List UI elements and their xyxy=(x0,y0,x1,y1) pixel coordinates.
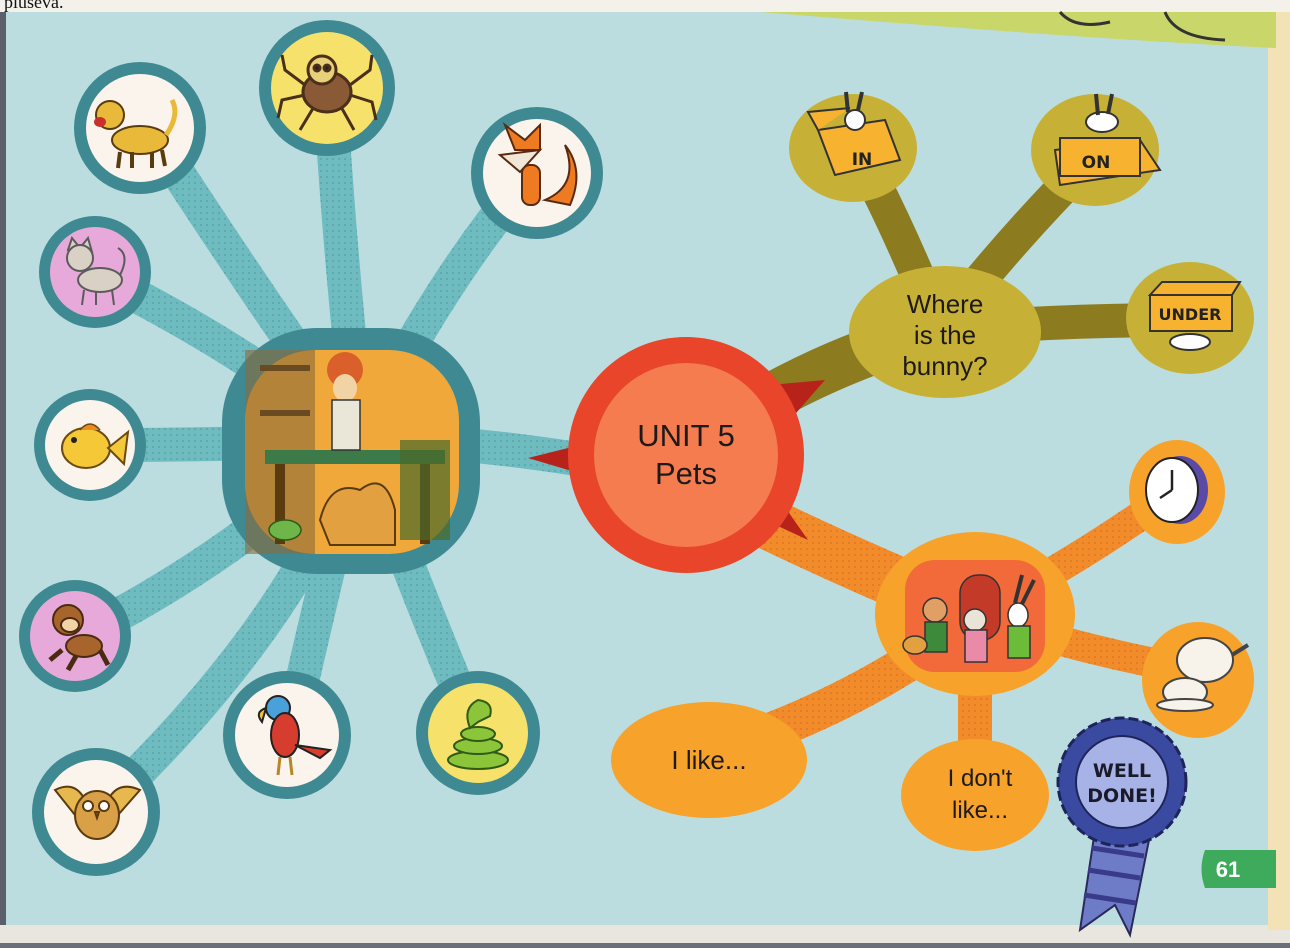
clock-bubble xyxy=(1129,440,1225,544)
dislike-text-line1: I don't xyxy=(948,765,1013,792)
fox-icon xyxy=(497,122,578,207)
unit-topic: Pets xyxy=(655,456,717,491)
on-box-bubble: ON xyxy=(1031,93,1162,206)
well-done-rosette: WELL DONE! xyxy=(1056,716,1188,939)
snake-circle xyxy=(416,671,540,795)
parrot-icon xyxy=(257,695,333,776)
box-under-icon: UNDER xyxy=(1147,281,1242,351)
box-under-label: UNDER xyxy=(1159,305,1222,324)
fish-icon xyxy=(61,423,130,469)
pet-shop-scene-icon xyxy=(245,350,450,554)
spider-icon xyxy=(276,54,378,131)
teapot-bubble xyxy=(1142,622,1254,738)
monkey-circle xyxy=(19,580,131,692)
bunny-question-bubble: Where is the bunny? xyxy=(849,266,1041,398)
fish-circle xyxy=(34,389,146,501)
spider-circle xyxy=(259,20,395,156)
owl-circle xyxy=(32,748,160,876)
page-number-tab: 61 xyxy=(1201,850,1276,888)
box-on-icon: ON xyxy=(1053,93,1162,187)
under-box-bubble: UNDER xyxy=(1126,262,1254,374)
fox-circle xyxy=(471,107,603,239)
bunny-question-line1: Where xyxy=(907,289,984,319)
teapot-icon xyxy=(1156,637,1250,712)
rosette-text-line2: DONE! xyxy=(1087,785,1156,807)
dog-circle xyxy=(74,62,206,194)
parrot-circle xyxy=(223,671,351,799)
dislike-bubble: I don't like... xyxy=(901,739,1049,851)
like-text: I like... xyxy=(671,745,746,775)
rosette-text-line1: WELL xyxy=(1093,760,1151,782)
like-bubble: I like... xyxy=(611,702,807,818)
owl-icon xyxy=(53,785,142,840)
dislike-text-line2: like... xyxy=(952,797,1008,824)
in-box-bubble: IN xyxy=(789,91,917,202)
monkey-icon xyxy=(48,604,111,672)
dog-icon xyxy=(94,98,178,169)
snake-icon xyxy=(447,698,509,770)
cat-icon xyxy=(66,235,126,306)
pet-shop-circle xyxy=(222,328,480,574)
bunny-question-line3: bunny? xyxy=(902,351,987,381)
ribbon-icon xyxy=(1078,828,1152,939)
box-in-icon: IN xyxy=(806,91,902,177)
box-on-label: ON xyxy=(1082,153,1111,173)
unit-title: UNIT 5 xyxy=(637,418,735,453)
bunny-question-line2: is the xyxy=(914,320,976,350)
friends-circle xyxy=(875,532,1075,696)
clock-icon xyxy=(1145,456,1208,524)
cat-circle xyxy=(39,216,151,328)
box-in-label: IN xyxy=(852,150,873,170)
rosette-icon xyxy=(1056,716,1188,848)
friends-scene-icon xyxy=(902,574,1036,663)
top-cut-text: pluseva. xyxy=(4,0,63,12)
top-band xyxy=(760,12,1276,48)
unit-hub: UNIT 5 Pets xyxy=(528,337,825,573)
page-number: 61 xyxy=(1216,857,1240,882)
